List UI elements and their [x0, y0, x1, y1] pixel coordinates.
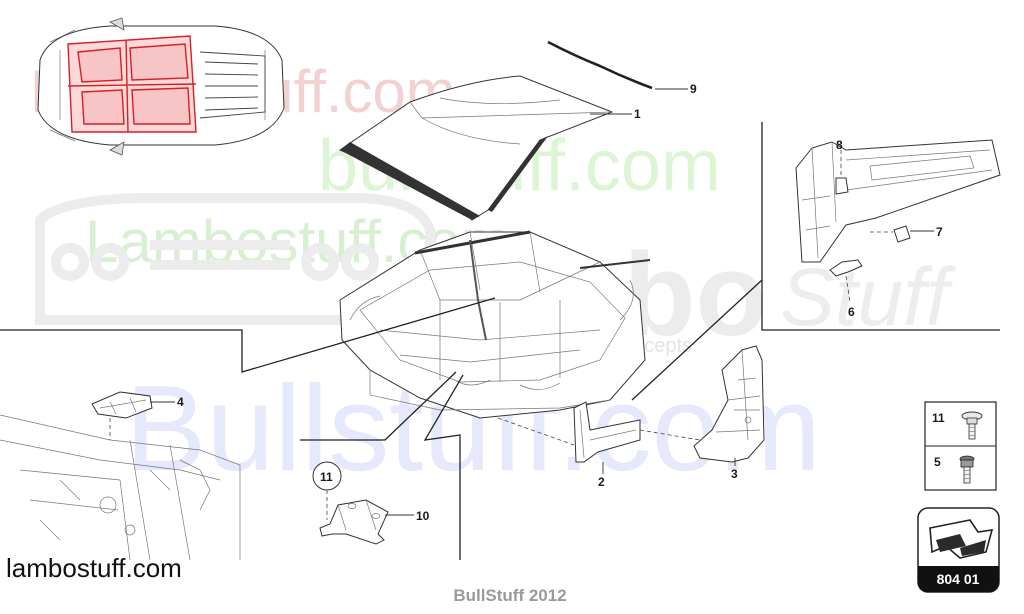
- watermark-stuff-script: Stuff: [780, 252, 956, 343]
- callout-8: 8: [836, 138, 843, 152]
- page-number: 804 01: [937, 571, 980, 587]
- watermark-layer: Lambostuff.com bullstuff.com Lambostuff.…: [30, 58, 956, 496]
- screw-icon: [961, 411, 983, 440]
- fastener-legend: 11 5: [924, 401, 997, 491]
- watermark-car-silhouette: [35, 193, 435, 325]
- chassis-body-structure: [339, 230, 651, 419]
- legend-item-11: 11: [932, 411, 945, 425]
- section-frames: [0, 122, 1000, 560]
- callout-9: 9: [690, 82, 697, 96]
- callout-10: 10: [416, 509, 430, 523]
- callout-4: 4: [177, 395, 184, 409]
- locator-car-top-view: [37, 17, 285, 156]
- diagram-arrow-icon: [929, 519, 994, 559]
- floor-detail-view: 4: [0, 391, 241, 561]
- mount-bracket-detail: 11 10: [312, 461, 430, 545]
- corner-watermark-text: lambostuff.com: [6, 553, 182, 583]
- callout-11: 11: [320, 470, 333, 484]
- highlighted-body-structure: [67, 35, 197, 133]
- sill-and-pillar-parts: 2 3: [497, 345, 765, 489]
- callout-6: 6: [848, 305, 855, 319]
- nut-bolt-icon: [959, 455, 975, 484]
- roof-panel-part: 1: [338, 75, 641, 221]
- callout-1: 1: [634, 107, 641, 121]
- footer-credit: BullStuff 2012: [453, 586, 566, 605]
- page-reference-badge: 804 01: [917, 507, 1000, 593]
- pillar-bracket-detail: 8 7 6: [795, 138, 1001, 319]
- roof-seal-part: 9: [547, 40, 697, 96]
- callout-2: 2: [598, 475, 605, 489]
- callout-7: 7: [936, 225, 943, 239]
- legend-item-5: 5: [934, 455, 941, 469]
- callout-3: 3: [731, 467, 738, 481]
